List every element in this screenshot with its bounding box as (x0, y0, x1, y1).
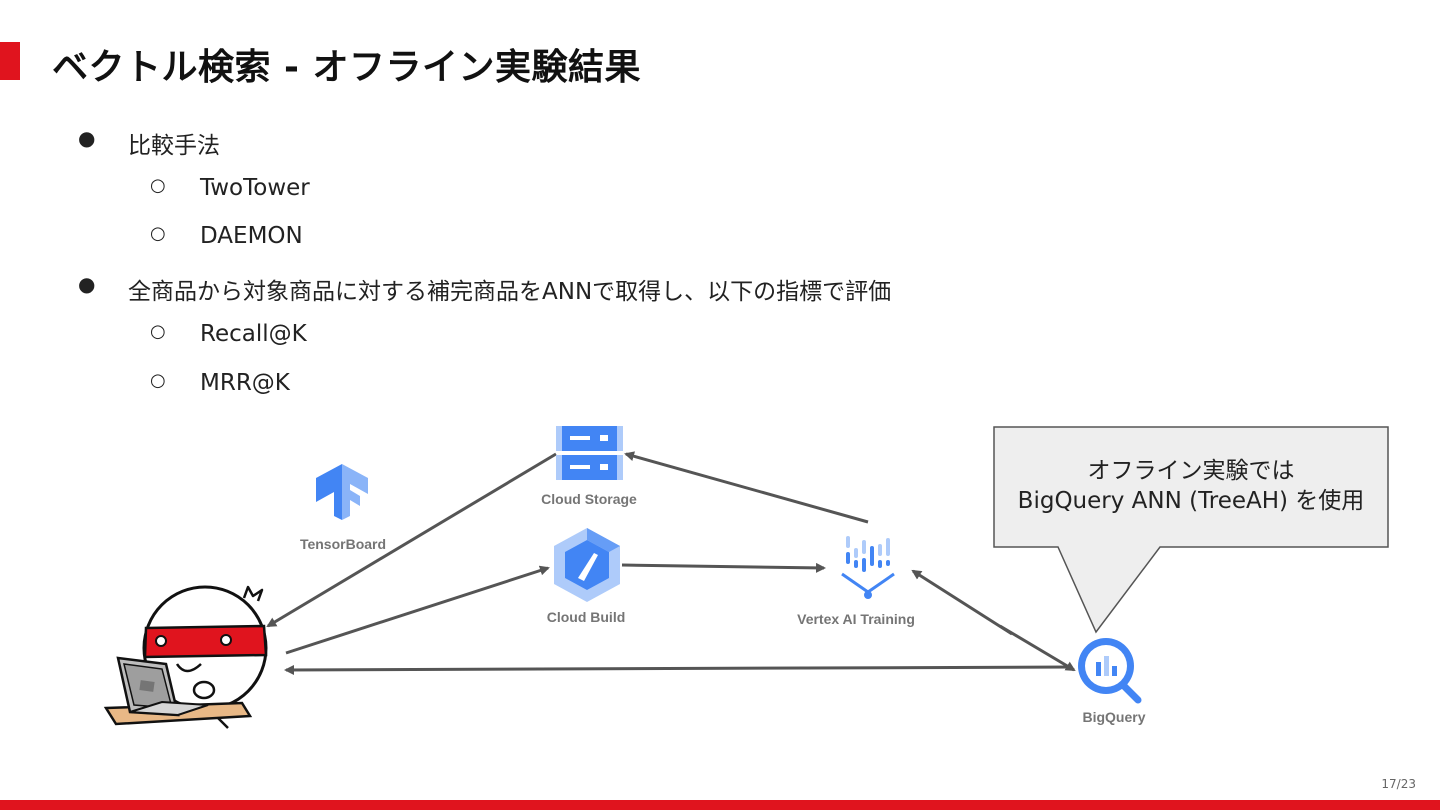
tensorboard-icon (316, 464, 368, 520)
arrow-vertex-to-storage (624, 451, 869, 524)
cloud-storage-label: Cloud Storage (541, 491, 637, 507)
sub-bullet-circle: ○ (150, 370, 166, 391)
sub-bullet-text: TwoTower (200, 175, 310, 201)
bullet-text: 比較手法 (128, 133, 220, 159)
sub-bullet-text: MRR@K (200, 370, 290, 396)
arrow-build-to-vertex (621, 562, 826, 573)
arrow-bigquery-to-vertex (911, 569, 1013, 636)
bullet-dot: ● (78, 272, 96, 296)
bullet-text: 全商品から対象商品に対する補完商品をANNで取得し、以下の指標で評価 (128, 279, 892, 305)
callout-box (993, 426, 1389, 634)
callout-text: オフライン実験では BigQuery ANN (TreeAH) を使用 (994, 456, 1388, 516)
cloud-build-label: Cloud Build (547, 609, 626, 625)
bigquery-icon (1078, 638, 1142, 704)
sub-bullet-text: Recall@K (200, 321, 307, 347)
title-accent-bar (0, 42, 20, 80)
diagram-arrows (266, 451, 1076, 675)
page-number: 17/23 (1381, 777, 1416, 791)
vertex-ai-icon (841, 536, 895, 599)
ninja-developer-mascot (103, 585, 268, 729)
cloud-build-icon (554, 528, 620, 602)
sub-bullet-circle: ○ (150, 175, 166, 196)
arrow-developer-to-build (285, 565, 550, 655)
cloud-storage-icon (556, 426, 623, 480)
arrow-vertex-to-bigquery (999, 624, 1076, 672)
callout-line-2: BigQuery ANN (TreeAH) を使用 (1017, 488, 1365, 514)
tensorboard-label: TensorBoard (300, 536, 386, 552)
vertex-ai-label: Vertex AI Training (797, 611, 915, 627)
bullet-dot: ● (78, 126, 96, 150)
sub-bullet-circle: ○ (150, 223, 166, 244)
arrow-storage-to-developer (266, 452, 557, 628)
page-title: ベクトル検索 - オフライン実験結果 (52, 47, 642, 88)
arrow-bigquery-to-developer (284, 664, 1073, 675)
sub-bullet-circle: ○ (150, 321, 166, 342)
footer-accent-bar (0, 800, 1440, 810)
callout-line-1: オフライン実験では (1087, 458, 1295, 484)
sub-bullet-text: DAEMON (200, 223, 303, 249)
bigquery-label: BigQuery (1082, 709, 1145, 725)
